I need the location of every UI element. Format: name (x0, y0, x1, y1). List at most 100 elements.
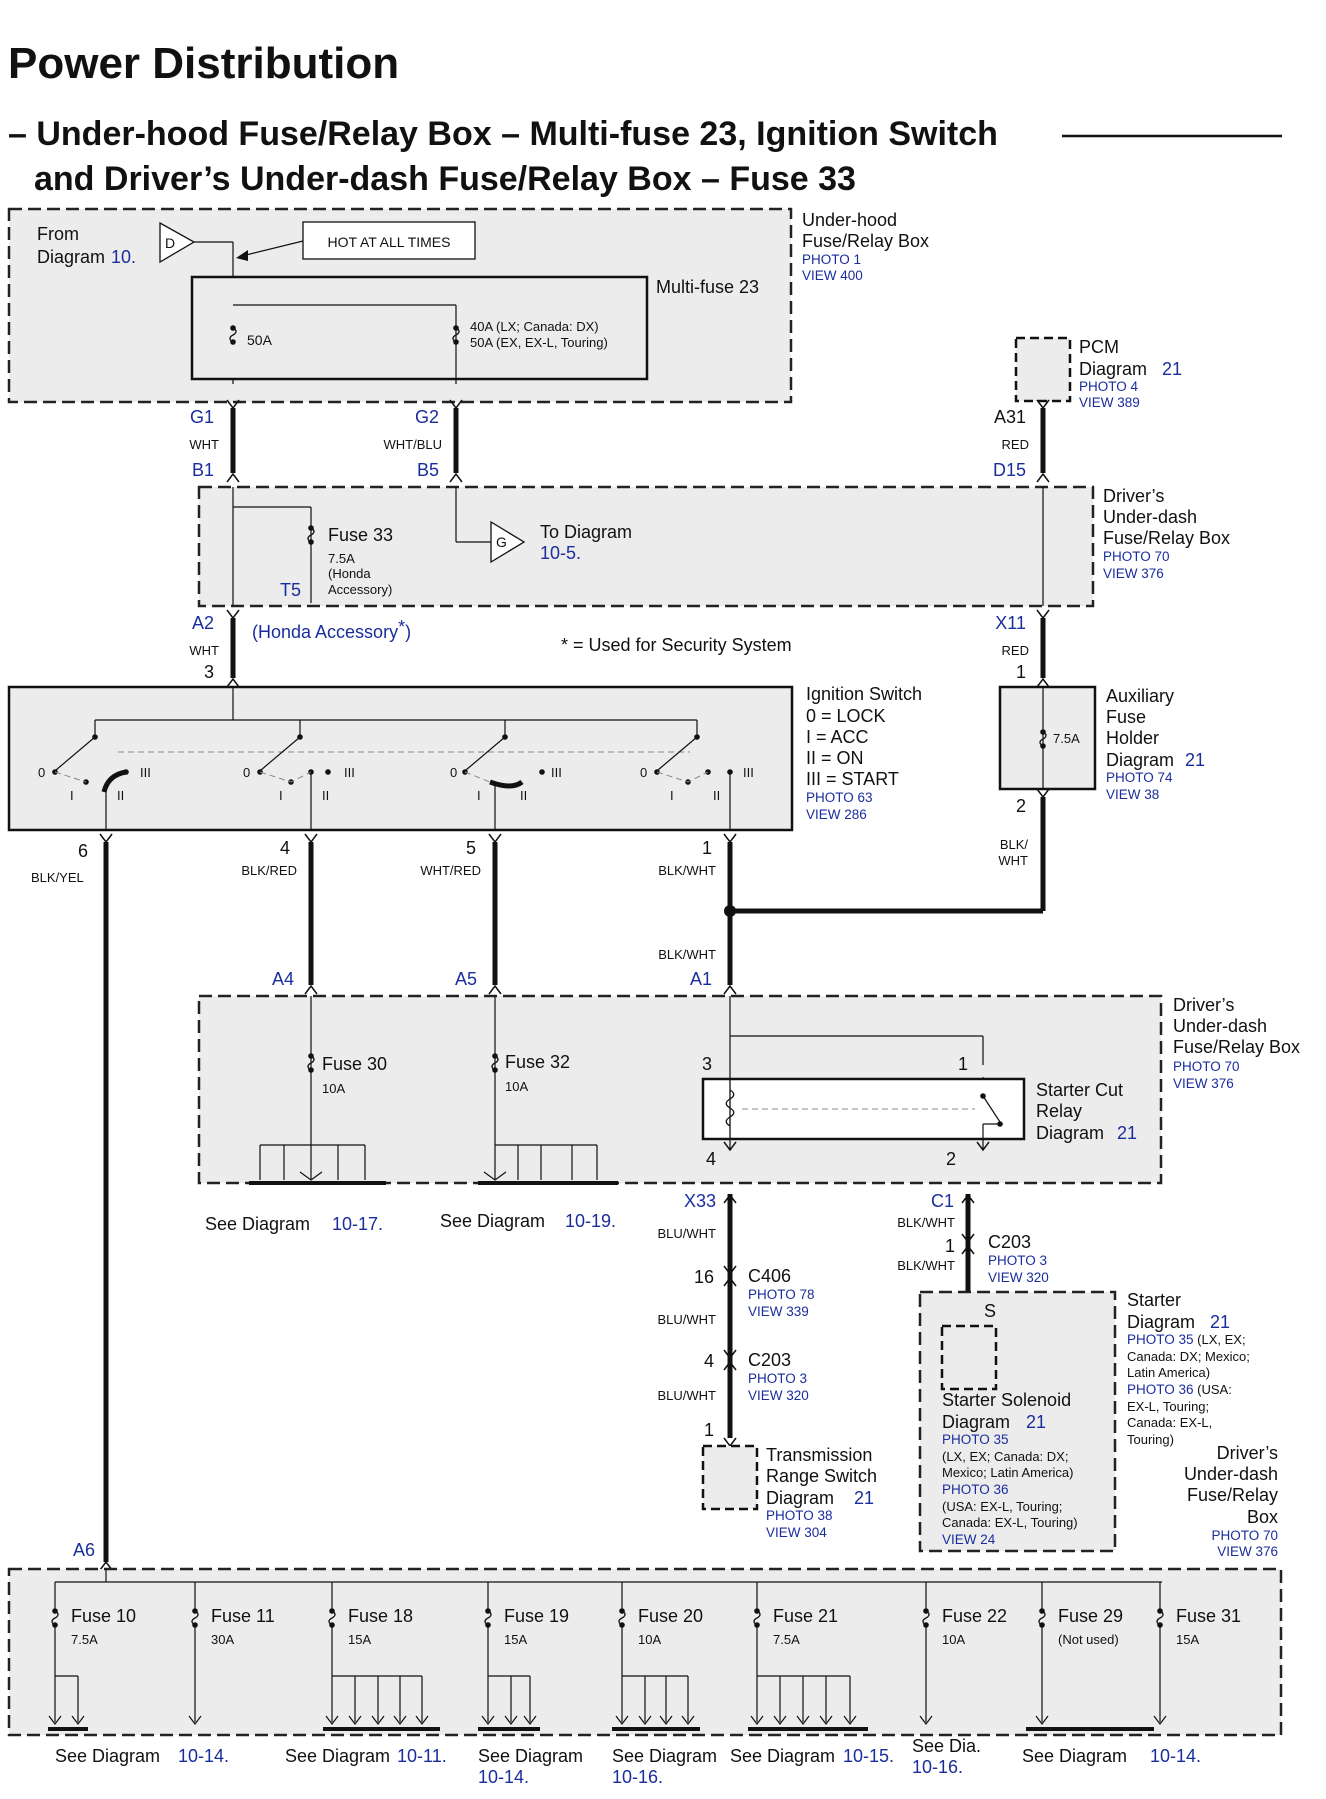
conn-a2: A2 (192, 613, 214, 633)
starter-diagram-link[interactable]: 21 (1210, 1312, 1230, 1332)
solenoid-photo35-link[interactable]: PHOTO 35 (942, 1432, 1009, 1447)
starter-note36-2: Canada: EX-L, (1127, 1415, 1212, 1430)
see-diagram-link[interactable]: 10-15. (843, 1746, 894, 1766)
from-diagram-link[interactable]: 10. (111, 247, 136, 267)
ignition-pos-0: 0 = LOCK (806, 706, 886, 726)
wire-label-wht-2: WHT (189, 643, 219, 658)
trs-diagram-link[interactable]: 21 (854, 1488, 874, 1508)
solenoid-diagram-link[interactable]: 21 (1026, 1412, 1046, 1432)
conn-a6: A6 (73, 1540, 95, 1560)
wire-label-red-1: RED (1002, 437, 1029, 452)
see-diagram-link[interactable]: 10-16. (612, 1767, 663, 1787)
ignition-switch-section-1 (52, 734, 129, 830)
relay-diagram-link[interactable]: 21 (1117, 1123, 1137, 1143)
under-hood-photo-link[interactable]: PHOTO 1 (802, 252, 861, 267)
starter-solenoid-box (940, 1324, 998, 1391)
ignition-photo-link[interactable]: PHOTO 63 (806, 790, 873, 805)
aux-name-3: Holder (1106, 728, 1159, 748)
c203a-photo-link[interactable]: PHOTO 3 (748, 1371, 807, 1386)
wire-label-blk-red: BLK/RED (241, 863, 297, 878)
aux-name-2: Fuse (1106, 707, 1146, 727)
dash2-name-3: Fuse/Relay Box (1173, 1037, 1300, 1057)
c203b-view-link[interactable]: VIEW 320 (988, 1270, 1049, 1285)
see-diagram-label: See Diagram (55, 1746, 160, 1766)
svg-text:III: III (743, 765, 754, 780)
see-diagram-link[interactable]: 10-11. (397, 1746, 447, 1766)
svg-text:I: I (670, 788, 674, 803)
trs-name-1: Transmission (766, 1445, 872, 1465)
dash2-photo-link[interactable]: PHOTO 70 (1173, 1059, 1240, 1074)
c406-name: C406 (748, 1266, 791, 1286)
trs-photo-link[interactable]: PHOTO 38 (766, 1508, 833, 1523)
see-diagram-link[interactable]: 10-14. (478, 1767, 529, 1787)
page-title: Power Distribution (8, 39, 399, 88)
fuse-amp: 15A (1176, 1632, 1199, 1647)
under-hood-view-link[interactable]: VIEW 400 (802, 268, 863, 283)
see-a-link[interactable]: 10-17. (332, 1214, 383, 1234)
relay-name-2: Relay (1036, 1101, 1082, 1121)
fuse-amp: 10A (942, 1632, 965, 1647)
dash2-name-2: Under-dash (1173, 1016, 1267, 1036)
c406-view-link[interactable]: VIEW 339 (748, 1304, 809, 1319)
pcm-name: PCM (1079, 337, 1119, 357)
fuse-33-note-1: (Honda (328, 566, 371, 581)
aux-photo-link[interactable]: PHOTO 74 (1106, 770, 1173, 785)
g-symbol-label: G (496, 534, 507, 550)
aux-diagram-link[interactable]: 21 (1185, 750, 1205, 770)
dash2-view-link[interactable]: VIEW 376 (1173, 1076, 1234, 1091)
ignition-switch-section-4 (654, 734, 733, 830)
relay-name-1: Starter Cut (1036, 1080, 1123, 1100)
c203a-view-link[interactable]: VIEW 320 (748, 1388, 809, 1403)
trs-view-link[interactable]: VIEW 304 (766, 1525, 827, 1540)
fuse-name: Fuse 29 (1058, 1606, 1123, 1626)
hot-at-all-times-label: HOT AT ALL TIMES (328, 234, 451, 250)
dash3-photo-link[interactable]: PHOTO 70 (1211, 1528, 1278, 1543)
see-diagram-5: See Diagram 10-15. (730, 1746, 894, 1766)
see-diagram-link[interactable]: 10-16. (912, 1757, 963, 1777)
starter-s-terminal: S (984, 1301, 996, 1321)
aux-amp: 7.5A (1053, 731, 1080, 746)
c203b-photo-link[interactable]: PHOTO 3 (988, 1253, 1047, 1268)
ignition-pin-5: 5 (466, 838, 476, 858)
ignition-pos-2: II = ON (806, 748, 864, 768)
dash3-name-4: Box (1247, 1507, 1278, 1527)
starter-photo36-link[interactable]: PHOTO 36 (1127, 1382, 1194, 1397)
see-diagram-link[interactable]: 10-14. (178, 1746, 229, 1766)
dash1-photo-link[interactable]: PHOTO 70 (1103, 549, 1170, 564)
see-b-link[interactable]: 10-19. (565, 1211, 616, 1231)
aux-view-link[interactable]: VIEW 38 (1106, 787, 1159, 802)
conn-a1: A1 (690, 969, 712, 989)
solenoid-view-link[interactable]: VIEW 24 (942, 1532, 996, 1547)
c406-photo-link[interactable]: PHOTO 78 (748, 1287, 815, 1302)
see-diagram-label: See Diagram (730, 1746, 835, 1766)
dash1-name-1: Driver’s (1103, 486, 1164, 506)
d-connector-symbol (159, 221, 196, 264)
hot-at-all-times-box (302, 221, 476, 260)
see-diagram-1: See Diagram 10-14. (55, 1746, 229, 1766)
conn-b1: B1 (192, 460, 214, 480)
dash3-view-link[interactable]: VIEW 376 (1217, 1544, 1278, 1559)
pcm-photo-link[interactable]: PHOTO 4 (1079, 379, 1139, 394)
pcm-view-link[interactable]: VIEW 389 (1079, 395, 1140, 410)
multi-fuse-23-box (190, 275, 649, 381)
to-diagram-link[interactable]: 10-5. (540, 543, 581, 563)
dash1-view-link[interactable]: VIEW 376 (1103, 566, 1164, 581)
under-hood-name-1: Under-hood (802, 210, 897, 230)
fuse-30-amp: 10A (322, 1081, 345, 1096)
ignition-view-link[interactable]: VIEW 286 (806, 807, 867, 822)
starter-name: Starter (1127, 1290, 1181, 1310)
svg-text:II: II (520, 788, 527, 803)
fuse-name: Fuse 20 (638, 1606, 703, 1626)
fuse-amp: 15A (348, 1632, 371, 1647)
ignition-pin-4: 4 (280, 838, 290, 858)
see-diagram-link[interactable]: 10-14. (1150, 1746, 1201, 1766)
solenoid-photo36-link[interactable]: PHOTO 36 (942, 1482, 1009, 1497)
g-connector-symbol (490, 520, 526, 564)
starter-photo35-link[interactable]: PHOTO 35 (1127, 1332, 1194, 1347)
trs-pin-1: 1 (704, 1420, 714, 1440)
pcm-diagram-link[interactable]: 21 (1162, 359, 1182, 379)
wire-label-blk-wht-1: BLK/WHT (658, 863, 716, 878)
